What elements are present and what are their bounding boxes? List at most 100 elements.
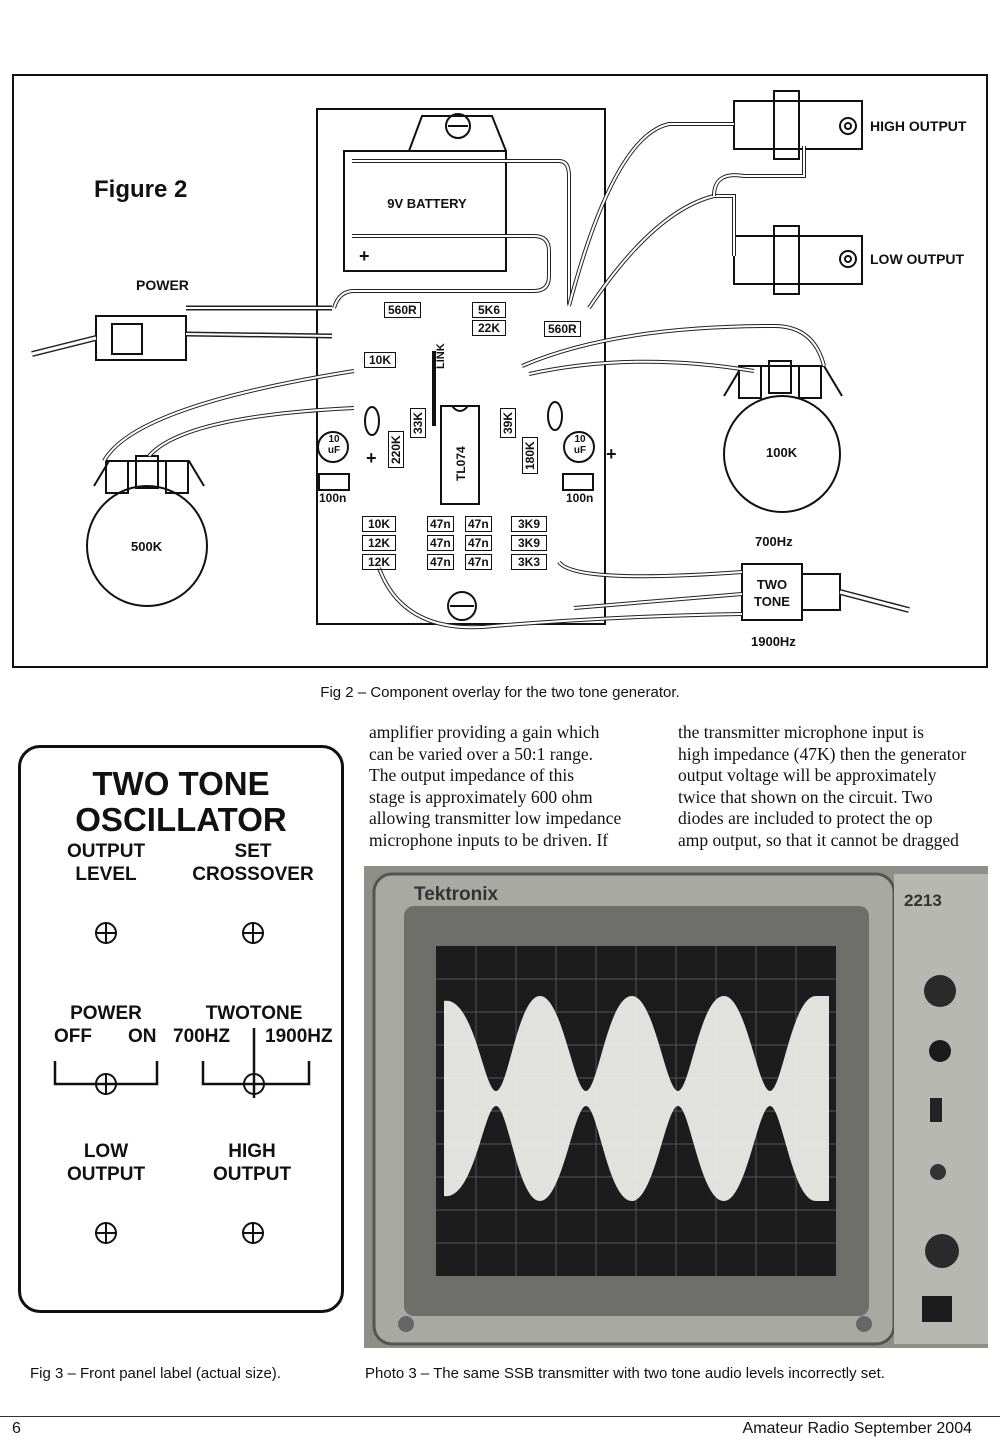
low-output-label: LOW OUTPUT (870, 251, 965, 267)
power-button-icon (922, 1296, 952, 1322)
resistor-560r-left: 560R (384, 302, 421, 318)
text-line: the transmitter microphone input is (678, 722, 924, 742)
capacitor-47n-2: 47n (465, 516, 492, 532)
screw-icon (856, 1316, 872, 1332)
resistor-22k: 22K (472, 320, 507, 336)
brand-mark: Tektronix (414, 884, 499, 905)
figure-title: Figure 2 (94, 176, 188, 203)
front-panel-label: TWO TONE OSCILLATOR OUTPUT LEVEL SET CRO… (18, 745, 344, 1313)
plus-right: + (606, 444, 617, 464)
power-label: POWER (136, 277, 189, 293)
text-line: amp output, so that it cannot be dragged (678, 829, 959, 850)
text-line: amplifier providing a gain which (369, 722, 600, 742)
fig2-caption: Fig 2 – Component overlay for the two to… (320, 684, 680, 701)
connector-icon (930, 1164, 946, 1180)
link-label: LINK (435, 343, 447, 369)
switch-marks (53, 1028, 311, 1098)
battery-clip (408, 115, 507, 152)
set-crossover-knob-mark-icon (242, 922, 264, 944)
tone-700hz-label: 700Hz (755, 534, 793, 549)
text-line: diodes are included to protect the op (678, 808, 933, 829)
low-output-jack-mark-icon (95, 1222, 117, 1244)
text-line: output voltage will be approximately (678, 765, 937, 786)
resistor-560r-right: 560R (544, 321, 581, 337)
text-line: microphone inputs to be driven. If (369, 829, 609, 850)
output-level-line1: OUTPUT (66, 841, 146, 862)
set-crossover-line2: CROSSOVER (192, 864, 314, 885)
power-label: POWER (70, 1003, 142, 1024)
pcb-outline (316, 108, 606, 625)
resistor-220k: 220K (388, 431, 404, 468)
capacitor-47n-4: 47n (465, 535, 492, 551)
output-level-knob-mark-icon (95, 922, 117, 944)
ic-label: TL074 (454, 446, 468, 481)
circuit-drawing (31, 90, 910, 630)
set-crossover-line1: SET (234, 841, 272, 862)
resistor-10k: 10K (362, 516, 397, 532)
low-output-line1: LOW (83, 1141, 129, 1162)
knob-icon (929, 1040, 951, 1062)
cap-100n-left: 100n (319, 491, 347, 505)
resistor-33k: 33K (410, 407, 426, 438)
twotone-700hz-label: 700HZ (173, 1026, 231, 1047)
page-number: 6 (12, 1420, 21, 1437)
twotone-label: TWOTONE (205, 1003, 303, 1024)
text-line: can be varied over a 50:1 range. (369, 743, 593, 764)
oscilloscope-drawing: Tektronix 2213 (364, 866, 988, 1348)
resistor-3k9-a: 3K9 (511, 516, 548, 532)
body-column-1: amplifier providing a gain which can be … (369, 722, 658, 852)
text-line: high impedance (47K) then the generator (678, 743, 967, 764)
resistor-12k-a: 12K (362, 535, 397, 551)
panel-title-line2: OSCILLATOR (75, 801, 287, 838)
fig3-caption: Fig 3 – Front panel label (actual size). (30, 1365, 281, 1382)
pot-500k (86, 485, 208, 607)
model-mark: 2213 (904, 891, 942, 910)
resistor-39k: 39K (500, 407, 516, 438)
high-output-line2: OUTPUT (212, 1164, 292, 1185)
capacitor-47n-3: 47n (427, 535, 454, 551)
resistor-3k9-b: 3K9 (511, 535, 548, 551)
battery-polarity: + (359, 246, 370, 266)
footer-rule (0, 1416, 1000, 1417)
publication-line: Amateur Radio September 2004 (742, 1420, 972, 1437)
cap-100n-right: 100n (566, 491, 594, 505)
two-tone-waveform-envelope (444, 996, 829, 1201)
cap-10uf-left: 10 uF (327, 434, 341, 456)
high-output-label: HIGH OUTPUT (870, 118, 967, 134)
battery-label: 9V BATTERY (387, 196, 467, 211)
power-off-label: OFF (54, 1026, 92, 1047)
power-switch-mark-icon (95, 1073, 117, 1095)
power-on-label: ON (128, 1026, 157, 1047)
high-output-jack-mark-icon (242, 1222, 264, 1244)
capacitor-47n-6: 47n (465, 554, 492, 570)
output-level-line2: LEVEL (75, 864, 137, 885)
high-output-line1: HIGH (228, 1141, 276, 1162)
resistor-10k-top: 10K (364, 352, 397, 368)
text-line: stage is approximately 600 ohm (369, 786, 593, 807)
photo3-caption: Photo 3 – The same SSB transmitter with … (365, 1365, 885, 1382)
switch-icon (930, 1098, 942, 1122)
pot-100k (723, 395, 841, 513)
capacitor-47n-1: 47n (427, 516, 454, 532)
low-output-line2: OUTPUT (66, 1164, 146, 1185)
two-tone-label: TWO TONE (754, 577, 790, 609)
knob-icon (925, 1234, 959, 1268)
pot-100k-label: 100K (766, 445, 798, 460)
oscilloscope-photo: Tektronix 2213 (364, 866, 988, 1348)
capacitor-47n-5: 47n (427, 554, 454, 570)
resistor-180k: 180K (522, 437, 538, 474)
ic-tl074 (440, 405, 480, 505)
resistor-12k-b: 12K (362, 554, 397, 570)
text-line: The output impedance of this (369, 765, 575, 786)
plus-left: + (366, 448, 377, 468)
text-line: twice that shown on the circuit. Two (678, 786, 933, 807)
screw-icon (398, 1316, 414, 1332)
panel-title-line1: TWO TONE (92, 765, 270, 802)
resistor-5k6: 5K6 (472, 302, 507, 318)
tone-1900hz-label: 1900Hz (751, 634, 796, 649)
resistor-3k3: 3K3 (511, 554, 548, 570)
cap-10uf-right: 10 uF (573, 434, 587, 456)
body-column-2: the transmitter microphone input is high… (678, 722, 989, 852)
text-line: allowing transmitter low impedance (369, 808, 622, 829)
figure-2-component-overlay: Figure 2 9V BATTERY + POWER HIGH OUTPUT … (12, 74, 988, 668)
